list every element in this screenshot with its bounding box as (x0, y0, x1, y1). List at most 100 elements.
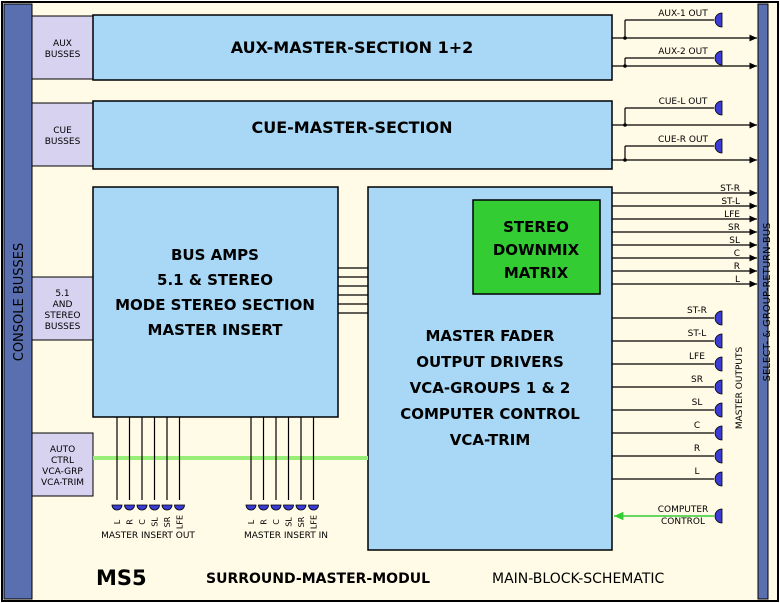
output-jack (714, 100, 723, 116)
bus-amps-line: 5.1 & STEREO (157, 271, 273, 289)
return-bus-label: SELECT- & GROUP-RETURN-BUS (762, 223, 773, 382)
insert-jack (124, 504, 135, 511)
downmix-line: STEREO (503, 218, 569, 236)
junction-dot (623, 158, 627, 162)
master-fader-line: VCA-GROUPS 1 & 2 (410, 379, 571, 397)
junction-dot (623, 36, 627, 40)
junction-dot (623, 64, 627, 68)
aux-master-block (92, 14, 613, 81)
master-fader-line: VCA-TRIM (450, 431, 531, 449)
master-fader-line: COMPUTER CONTROL (400, 405, 580, 423)
bus-amps-line: MODE STEREO SECTION (115, 296, 315, 314)
master-output-label: C (694, 421, 700, 431)
input-box-label: BUSSES (45, 50, 81, 60)
bus-amps-text: BUS AMPS 5.1 & STEREO MODE STEREO SECTION M… (115, 246, 315, 339)
output-jack (714, 402, 723, 418)
computer-control-label: CONTROL (661, 517, 705, 527)
return-bus-rail (757, 3, 769, 600)
insert-channel-label: SR (163, 516, 172, 527)
insert-channel-label: SL (285, 517, 294, 527)
input-box-label: BUSSES (45, 322, 81, 332)
insert-jack (111, 504, 123, 511)
output-label: CUE-L OUT (659, 97, 708, 107)
master-output-label: ST-L (688, 329, 707, 339)
insert-channel-label: R (126, 519, 135, 525)
insert-channel-label: C (138, 519, 147, 525)
insert-channel-label: LFE (176, 515, 185, 529)
return-bus-label: ST-L (721, 197, 740, 207)
insert-jack (174, 504, 185, 511)
downmix-text: STEREO DOWNMIX MATRIX (493, 218, 580, 282)
input-box-label: STEREO (45, 311, 81, 321)
console-busses-rail (3, 3, 33, 600)
module-label: SURROUND-MASTER-MODUL (206, 571, 430, 587)
cue-master-title: CUE-MASTER-SECTION (252, 118, 453, 137)
input-box-label: AUTO (50, 445, 75, 455)
output-jack (714, 50, 723, 66)
junction-dot (623, 123, 627, 127)
insert-channel-label: L (113, 519, 122, 524)
output-jack (714, 471, 723, 487)
return-bus-label: LFE (724, 210, 740, 220)
insert-group-label: MASTER INSERT OUT (101, 531, 195, 541)
input-box-label: AND (53, 300, 73, 310)
bus-amps-block (92, 186, 339, 418)
downmix-block (472, 199, 601, 295)
return-bus-label: SR (728, 223, 740, 233)
output-jack (714, 310, 723, 326)
output-jack (714, 425, 723, 441)
insert-channel-label: LFE (310, 515, 319, 529)
master-output-label: R (694, 444, 700, 454)
return-bus-label: SL (729, 236, 740, 246)
master-fader-line: OUTPUT DRIVERS (416, 353, 564, 371)
master-output-label: SR (691, 375, 703, 385)
insert-jack (270, 504, 282, 511)
insert-channel-label: R (260, 519, 269, 525)
insert-group-label: MASTER INSERT IN (244, 531, 328, 541)
output-jack (714, 448, 723, 464)
master-output-label: LFE (689, 352, 705, 362)
console-busses-label: CONSOLE BUSSES (12, 243, 27, 362)
aux-master-title: AUX-MASTER-SECTION 1+2 (231, 38, 473, 57)
insert-connectors (111, 417, 319, 511)
surround-busses-box (31, 276, 94, 341)
insert-channel-label: L (247, 519, 256, 524)
output-label: CUE-R OUT (658, 135, 709, 145)
insert-channel-label: C (272, 519, 281, 525)
insert-jack (258, 504, 269, 511)
insert-jack (136, 504, 148, 511)
input-box-label: CUE (53, 126, 72, 136)
return-bus-label: ST-R (720, 184, 740, 194)
output-jack (714, 379, 723, 395)
output-jack (714, 356, 723, 372)
insert-channel-label: SR (297, 516, 306, 527)
bus-amps-line: BUS AMPS (171, 246, 259, 264)
output-jack (714, 508, 723, 524)
downmix-line: MATRIX (504, 264, 569, 282)
master-outputs-label: MASTER OUTPUTS (735, 347, 745, 430)
input-box-label: VCA-GRP (42, 467, 83, 477)
input-box-label: BUSSES (45, 137, 81, 147)
return-bus-label: C (734, 249, 740, 259)
input-box-label: VCA-TRIM (41, 478, 84, 488)
insert-jack (161, 504, 173, 511)
computer-control-label: COMPUTER (658, 505, 709, 515)
model-label: MS5 (96, 566, 147, 590)
input-box-label: CTRL (51, 456, 74, 466)
input-box-label: 5.1 (55, 289, 69, 299)
bus-amps-to-fader-links (338, 267, 368, 314)
insert-channel-label: SL (151, 517, 160, 527)
schematic-label: MAIN-BLOCK-SCHEMATIC (492, 571, 665, 587)
output-label: AUX-1 OUT (658, 9, 708, 19)
master-fader-line: MASTER FADER (426, 327, 555, 345)
output-jack (714, 138, 723, 154)
bus-amps-line: MASTER INSERT (148, 321, 284, 339)
output-connectors (612, 12, 757, 524)
downmix-line: DOWNMIX (493, 241, 580, 259)
dynamic-labels: AUXBUSSESCUEBUSSES5.1ANDSTEREOBUSSESAUTO… (41, 9, 745, 541)
auto-ctrl-box (31, 432, 94, 497)
output-label: AUX-2 OUT (658, 47, 708, 57)
cue-master-block (92, 100, 613, 170)
insert-jack (283, 504, 294, 511)
